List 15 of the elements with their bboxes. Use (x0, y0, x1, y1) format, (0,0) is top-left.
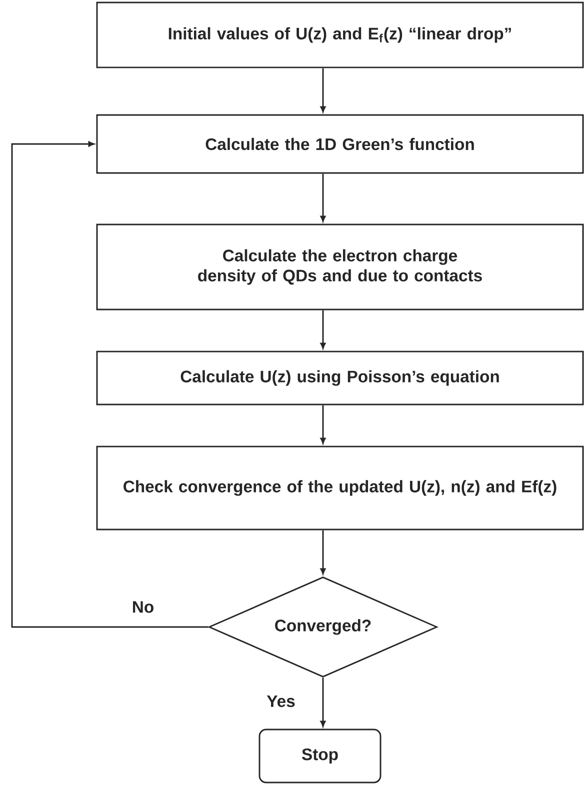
arrow (320, 530, 326, 574)
process-box: Calculate U(z) using Poisson’s equation (96, 350, 584, 406)
process-box: Check convergence of the updated U(z), n(z) and Ef(z) (96, 446, 584, 530)
process-box: Calculate the electron charge density of QDs and due to contacts (96, 224, 584, 310)
edge-label: No (133, 601, 154, 613)
arrow (320, 678, 326, 727)
process-box: Initial values of U(z) and E$_{f}$(z) “linear drop” (96, 2, 584, 68)
terminal-box: Stop (258, 728, 382, 784)
arrow (320, 174, 326, 222)
arrow (320, 310, 326, 349)
arrow (320, 68, 326, 112)
arrow (320, 405, 326, 444)
process-box: Calculate the 1D Green’s function (96, 114, 584, 174)
edge-label: Yes (266, 695, 295, 708)
loop-arrow (11, 141, 208, 628)
